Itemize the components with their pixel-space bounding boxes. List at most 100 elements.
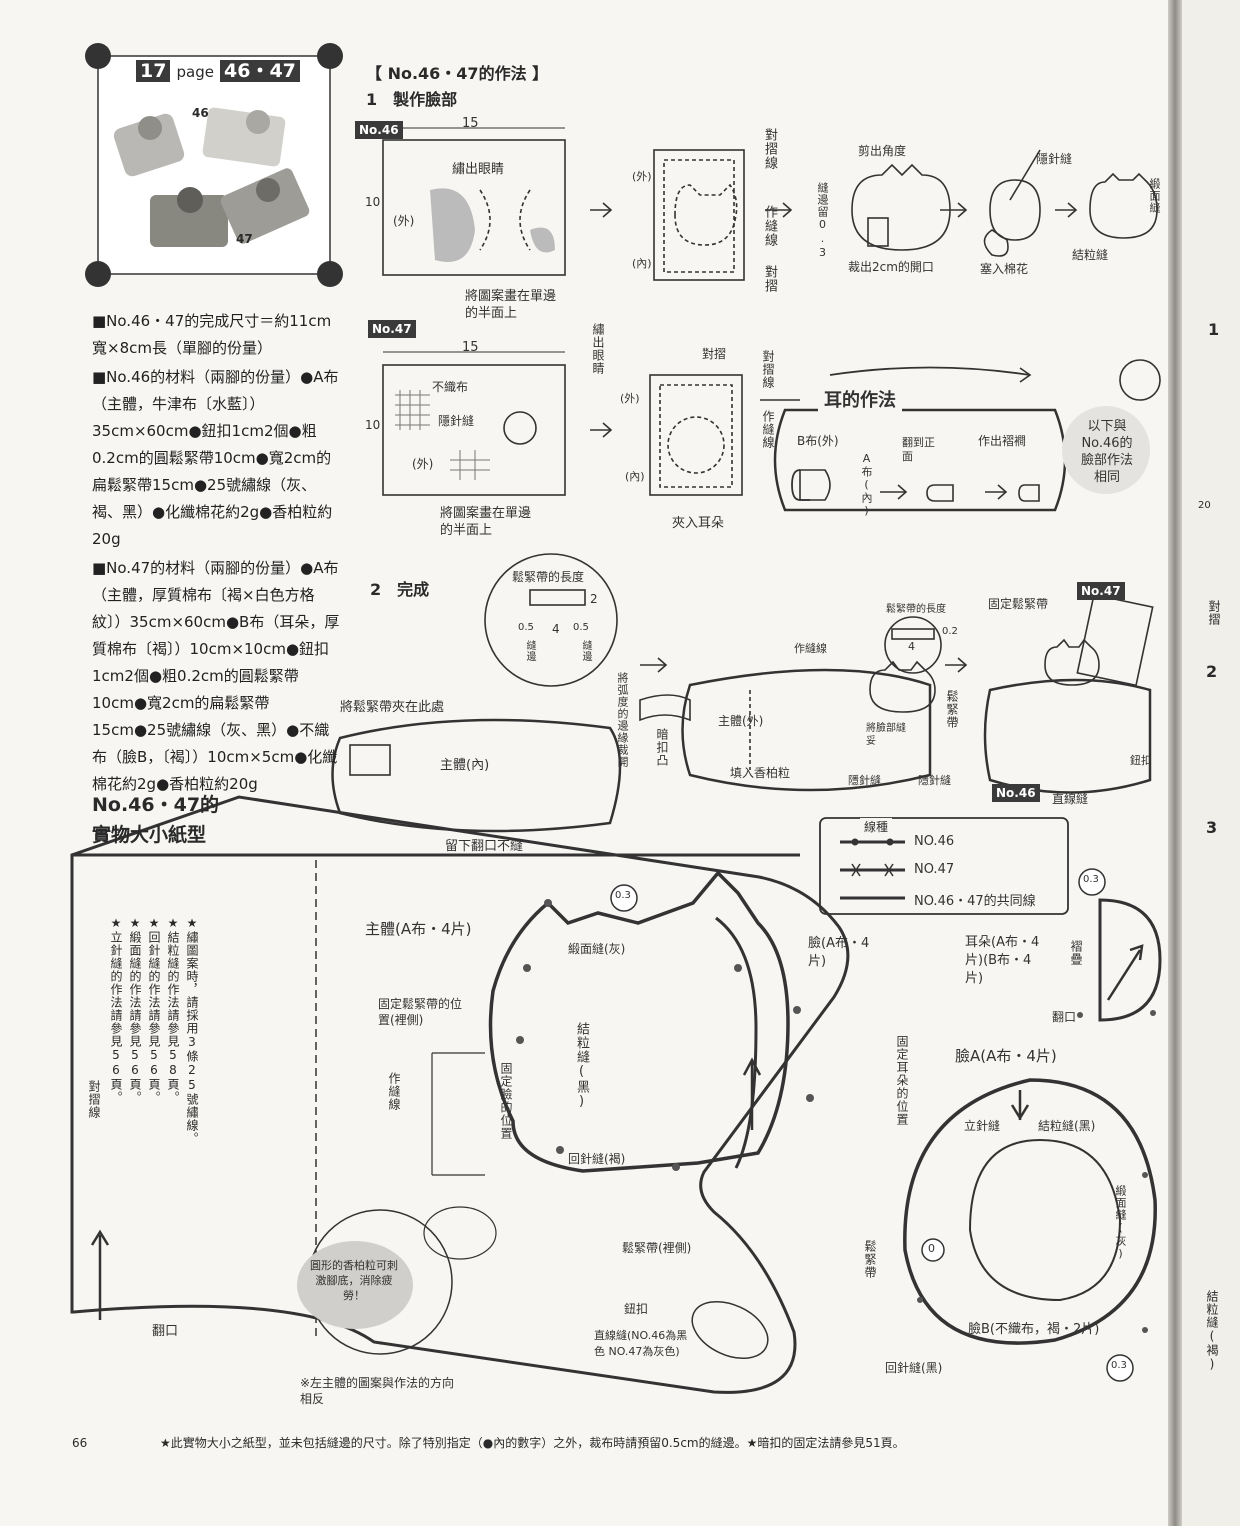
star-notes: ★繡圖案時，請採用3條25號繡線。 ★結粒縫的作法請參見58頁。 ★回針縫的作法… xyxy=(108,916,201,1145)
page-number: 66 xyxy=(72,1436,88,1450)
dim-2: 2 xyxy=(590,592,598,606)
seam-a: 縫邊 xyxy=(524,640,535,662)
body-inside: 主體(內) xyxy=(440,758,490,773)
ear-method-title: 耳的作法 xyxy=(818,386,902,412)
materials-block: ■No.46・47的完成尺寸＝約11cm寬×8cm長（單腳的份量） ■No.46… xyxy=(92,308,342,800)
photo-label-47: 47 xyxy=(236,232,253,246)
next-step-3: 3 xyxy=(1206,818,1218,837)
dim-02: 0.2 xyxy=(942,626,958,637)
star-note-1: ★繡圖案時，請採用3條25號繡線。 xyxy=(185,916,199,1145)
legend-47: NO.47 xyxy=(914,862,955,877)
fold-label-47: 對摺 xyxy=(702,347,727,361)
same-as-46-note: 以下與No.46的臉部作法相同 xyxy=(1080,419,1133,485)
fix-elastic-pos: 固定鬆緊帶的位置(裡側) xyxy=(378,997,463,1027)
face-a-label: 臉A(A布・4片) xyxy=(955,1047,1057,1065)
satin-gray-2: 緞面縫(灰) xyxy=(1114,1185,1127,1261)
outside-label: (外) xyxy=(393,214,415,228)
body-outside: 主體(外) xyxy=(718,714,764,728)
turn-opening: 翻口 xyxy=(152,1324,179,1339)
dim-05-b: 0.5 xyxy=(573,622,589,633)
width-15-b: 15 xyxy=(462,340,479,355)
seam-03-b: 0.3 xyxy=(1083,874,1099,885)
badge-number: 17 xyxy=(136,60,171,82)
sew-line-47: 作縫線 xyxy=(761,410,775,449)
knot-label: 結粒縫 xyxy=(1072,248,1109,262)
fold-label: 對摺 xyxy=(762,265,777,293)
zero-label: 0 xyxy=(928,1242,935,1255)
clip-elastic-here: 將鬆緊帶夾在此處 xyxy=(340,700,445,715)
legend-title: 線種 xyxy=(860,818,893,835)
next-step-2: 2 xyxy=(1206,662,1218,681)
ear-b-outside: B布(外) xyxy=(797,434,839,448)
slip-stitch: 立針縫 xyxy=(964,1119,1001,1133)
blind-stitch-2: 隱針縫 xyxy=(438,414,475,428)
elastic-label: 鬆緊帶 xyxy=(945,690,959,729)
tag-no47-step2: No.47 xyxy=(1077,582,1125,600)
outside-label-2: (外) xyxy=(632,170,652,183)
step2-title: 2 完成 xyxy=(370,580,430,599)
badge-pages: 46・47 xyxy=(220,60,300,82)
fix-elastic: 固定鬆緊帶 xyxy=(988,597,1049,611)
next-page-edge: 1 20 對摺 2 3 結粒縫(褐) xyxy=(1182,0,1240,1526)
back-stitch-brown: 回針縫(褐) xyxy=(568,1152,626,1166)
elastic-length-2: 鬆緊帶的長度 xyxy=(886,604,946,615)
cut-opening: 裁出2cm的開口 xyxy=(848,260,934,274)
stuff-cotton: 塞入棉花 xyxy=(980,262,1029,276)
leave-opening: 留下翻口不縫 xyxy=(445,839,524,854)
ear-label: 耳朵(A布・4片)(B布・4片) xyxy=(965,935,1040,986)
fold-line-47: 對摺線 xyxy=(761,350,775,389)
snap-label: 暗扣凸 xyxy=(655,728,669,767)
seam-03-a: 0.3 xyxy=(615,890,631,901)
fix-ear-pos: 固定耳朵的位置 xyxy=(895,1035,909,1126)
next-step-1: 1 xyxy=(1208,320,1220,339)
knot-black: 結粒縫(黑) xyxy=(574,1022,589,1110)
reverse-note: ※左主體的圖案與作法的方向相反 xyxy=(300,1376,455,1406)
trim-corner: 剪出角度 xyxy=(858,144,907,158)
button-label: 鈕扣 xyxy=(1130,754,1152,767)
next-knot-brown: 結粒縫(褐) xyxy=(1205,1290,1219,1372)
materials-46: ■No.46的材料（兩腳的份量）●A布（主體，牛津布〔水藍〕）35cm×60cm… xyxy=(92,368,339,548)
footer-note: ★此實物大小之紙型，並未包括縫邊的尺寸。除了特別指定（●內的數字）之外，裁布時請… xyxy=(160,1436,905,1450)
dim-4-b: 4 xyxy=(908,640,915,653)
face-label: 臉(A布・4片) xyxy=(808,936,870,969)
book-page: 17 page 46・47 46 47 ■No.46・47的完成尺寸＝約11cm… xyxy=(70,43,1162,1450)
star-note-3: ★回針縫的作法請參見56頁。 xyxy=(147,916,161,1104)
satin-label: 緞面縫 xyxy=(1148,178,1161,214)
cedar-bubble: 圓形的香柏粒可刺激腳底，消除疲勞！ xyxy=(310,1259,398,1302)
elastic-length: 鬆緊帶的長度 xyxy=(512,570,585,584)
straight-note: 直線縫(NO.46為黑色 NO.47為灰色) xyxy=(594,1329,688,1358)
satin-gray: 緞面縫(灰) xyxy=(568,942,626,956)
fold-line-label: 對摺線 xyxy=(762,128,777,170)
make-pleat: 作出褶襇 xyxy=(978,434,1027,448)
seam-b: 縫邊 xyxy=(580,640,591,662)
book-spine xyxy=(1168,0,1182,1526)
sew-face: 將臉部縫妥 xyxy=(866,723,906,747)
body-a-label: 主體(A布・4片) xyxy=(365,920,472,938)
back-stitch-black: 回針縫(黑) xyxy=(885,1361,943,1375)
star-note-5: ★立針縫的作法請參見56頁。 xyxy=(109,916,123,1104)
face-b-label: 臉B(不織布，褐・2片) xyxy=(968,1322,1100,1337)
transfer-note-46: 將圖案畫在單邊的半面上 xyxy=(465,289,557,321)
straight-stitch: 直線縫 xyxy=(1052,792,1089,806)
sew-line-label: 作縫線 xyxy=(762,205,777,247)
sew-line-2: 作縫線 xyxy=(794,642,827,655)
inside-label-2: (內) xyxy=(625,470,645,483)
turn-opening-2: 翻口 xyxy=(1052,1010,1077,1024)
embroider-eyes-47: 繡出眼睛 xyxy=(591,323,605,375)
elastic-back: 鬆緊帶(裡側) xyxy=(622,1241,692,1255)
insert-ear: 夾入耳朵 xyxy=(672,516,725,531)
pattern-title-2: 實物大小紙型 xyxy=(92,824,207,846)
pleat-label: 褶疊 xyxy=(1069,940,1083,966)
next-fold: 對摺 xyxy=(1207,600,1221,626)
tag-no46-step2: No.46 xyxy=(992,784,1040,802)
inside-label: (內) xyxy=(632,257,652,270)
blind-stitch-4: 隱針縫 xyxy=(918,774,951,787)
next-dim-20: 20 xyxy=(1198,500,1211,511)
star-note-4: ★緞面縫的作法請參見56頁。 xyxy=(128,916,142,1104)
knot-black-2: 結粒縫(黑) xyxy=(1038,1119,1096,1133)
fill-cedar: 填入香柏粒 xyxy=(730,766,791,780)
page-badge: 17 page 46・47 xyxy=(136,59,300,84)
fix-face-pos: 固定臉的位置 xyxy=(499,1062,513,1140)
outside-label-3: (外) xyxy=(412,457,434,471)
legend-common: NO.46・47的共同線 xyxy=(914,894,1036,909)
